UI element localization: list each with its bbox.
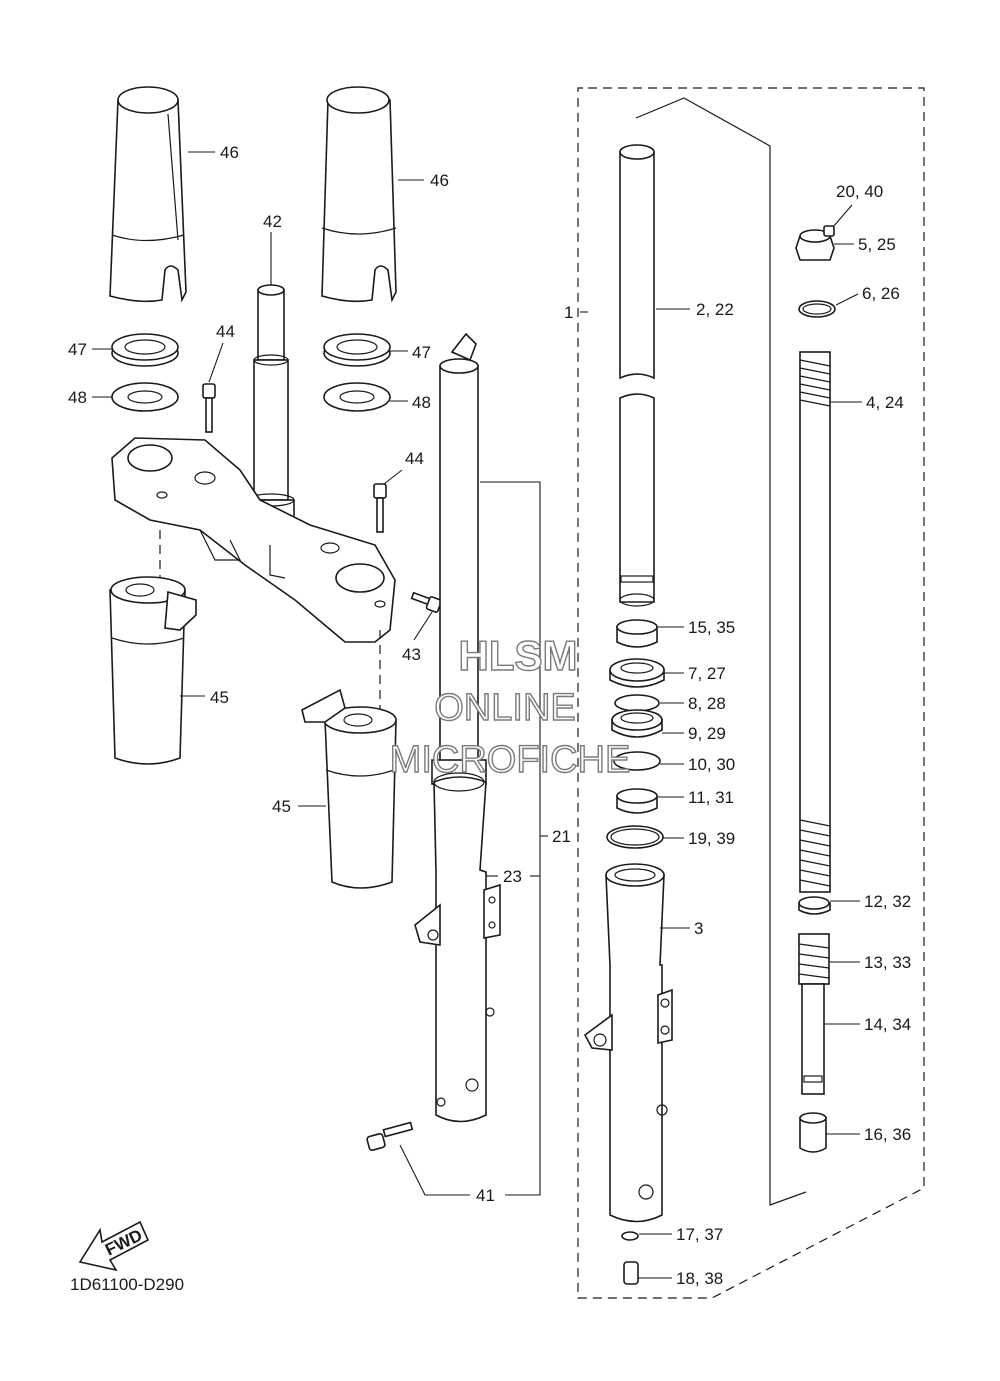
fork-cap-oring xyxy=(798,300,836,318)
callout-42: 42 xyxy=(263,212,282,231)
fork-assembly-boundary xyxy=(577,87,925,1299)
callout-14-34: 14, 34 xyxy=(864,1015,911,1034)
damper-rod xyxy=(801,983,825,1095)
callout-17-37: 17, 37 xyxy=(676,1225,723,1244)
guide-bushing xyxy=(616,788,658,814)
fork-spring xyxy=(799,351,831,893)
lower-cover-left xyxy=(109,576,197,765)
pinch-bolt-upper xyxy=(202,383,216,433)
diagram-code: 1D61100-D290 xyxy=(70,1275,184,1294)
callout-15-35: 15, 35 xyxy=(688,618,735,637)
callout-9-29: 9, 29 xyxy=(688,724,726,743)
bracket-bolt xyxy=(410,591,442,613)
watermark: HLSM ONLINE MICROFICHE xyxy=(389,631,631,781)
callout-44-lower: 44 xyxy=(405,449,424,468)
callout-4-24: 4, 24 xyxy=(866,393,904,412)
damper-bolt xyxy=(623,1261,639,1285)
callout-3: 3 xyxy=(694,919,703,938)
oil-seal xyxy=(611,709,663,738)
oil-lock-piece xyxy=(799,1112,827,1153)
fork-cap-bolt xyxy=(795,225,835,261)
callout-12-32: 12, 32 xyxy=(864,892,911,911)
o-ring xyxy=(606,825,664,849)
callout-11-31: 11, 31 xyxy=(688,788,734,807)
fork-inner-bracket xyxy=(635,97,807,1206)
callout-2-22: 2, 22 xyxy=(696,300,734,319)
callout-46-left: 46 xyxy=(220,143,239,162)
callout-45-right: 45 xyxy=(272,797,291,816)
callout-44-upper: 44 xyxy=(216,322,235,341)
callout-7-27: 7, 27 xyxy=(688,664,726,683)
inner-tube xyxy=(619,144,655,607)
cover-plate-right xyxy=(323,382,391,412)
callout-6-26: 6, 26 xyxy=(862,284,900,303)
callout-8-28: 8, 28 xyxy=(688,694,726,713)
callout-23: 23 xyxy=(503,867,522,886)
watermark-line-2: ONLINE xyxy=(434,687,575,729)
dust-seal xyxy=(609,658,665,688)
callout-20-40: 20, 40 xyxy=(836,182,883,201)
callout-43: 43 xyxy=(402,645,421,664)
callout-21: 21 xyxy=(552,827,571,846)
cover-guide-left xyxy=(111,333,179,367)
outer-tube xyxy=(583,863,673,1223)
callout-16-36: 16, 36 xyxy=(864,1125,911,1144)
copper-washer xyxy=(621,1231,639,1241)
callout-48-left: 48 xyxy=(68,388,87,407)
callout-48-right: 48 xyxy=(412,393,431,412)
cover-guide-right xyxy=(323,333,391,367)
retaining-clip xyxy=(614,694,660,712)
cover-plate-left xyxy=(111,382,179,412)
callout-47-right: 47 xyxy=(412,343,431,362)
inner-tube-assembled xyxy=(431,332,487,785)
callout-13-33: 13, 33 xyxy=(864,953,911,972)
callout-41: 41 xyxy=(476,1186,495,1205)
callout-45-left: 45 xyxy=(210,688,229,707)
axle-bolt xyxy=(366,1121,414,1151)
leader-lines xyxy=(92,151,862,1279)
upper-cover-right xyxy=(321,86,397,303)
watermark-line-1: HLSM xyxy=(459,632,578,679)
callout-19-39: 19, 39 xyxy=(688,829,735,848)
callout-47-left: 47 xyxy=(68,340,87,359)
upper-cover-left xyxy=(109,86,187,303)
fwd-arrow-icon: FWD xyxy=(78,1220,150,1272)
spring-seat xyxy=(798,896,831,915)
callout-10-30: 10, 30 xyxy=(688,755,735,774)
lower-cover-right xyxy=(301,688,397,889)
callout-5-25: 5, 25 xyxy=(858,235,896,254)
outer-tube-assembled xyxy=(414,772,501,1123)
callout-18-38: 18, 38 xyxy=(676,1269,723,1288)
pinch-bolt-lower xyxy=(373,483,387,533)
slide-bushing xyxy=(616,619,658,648)
watermark-line-3: MICROFICHE xyxy=(390,739,631,781)
washer xyxy=(613,751,661,771)
rebound-spring xyxy=(798,933,830,985)
callout-46-right: 46 xyxy=(430,171,449,190)
callout-1: 1 xyxy=(564,303,573,322)
under-bracket xyxy=(111,437,396,643)
